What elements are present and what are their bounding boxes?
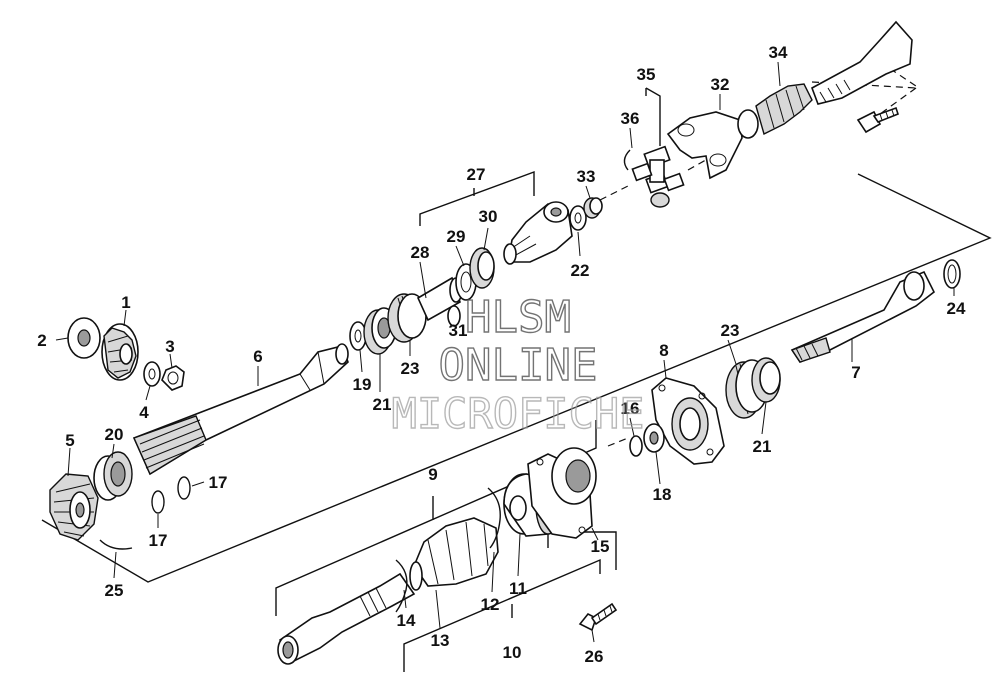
part-9-flange bbox=[527, 447, 597, 539]
callout-26: 26 bbox=[585, 647, 604, 666]
callout-15: 15 bbox=[591, 537, 610, 556]
callout-17a: 17 bbox=[209, 473, 228, 492]
callout-21-upper: 21 bbox=[373, 395, 392, 414]
callout-28: 28 bbox=[411, 243, 430, 262]
watermark: HLSM ONLINE MICROFICHE bbox=[391, 291, 645, 438]
watermark-line-2: ONLINE bbox=[439, 340, 598, 391]
group-bracket-27 bbox=[419, 170, 535, 226]
watermark-line-1: HLSM bbox=[465, 292, 571, 343]
callout-34: 34 bbox=[769, 43, 788, 62]
group-bracket-upper bbox=[41, 173, 992, 583]
part-21-bearing-right bbox=[751, 357, 781, 403]
callout-19: 19 bbox=[353, 375, 372, 394]
part-34-boot bbox=[755, 83, 813, 136]
callout-4: 4 bbox=[139, 403, 149, 422]
callout-36: 36 bbox=[621, 109, 640, 128]
callout-22: 22 bbox=[571, 261, 590, 280]
part-32-yoke bbox=[666, 109, 759, 180]
part-35-universal-joint-cross bbox=[631, 145, 685, 208]
part-33-bearing-cap bbox=[583, 197, 603, 219]
leader-lines bbox=[55, 61, 955, 643]
callout-32: 32 bbox=[711, 75, 730, 94]
callout-17b: 17 bbox=[149, 531, 168, 550]
group-bracket-9 bbox=[275, 420, 597, 616]
part-17-snap-ring-a bbox=[151, 490, 165, 514]
part-23-bearing-upper bbox=[387, 293, 427, 343]
watermark-line-3: MICROFICHE bbox=[392, 389, 645, 438]
callout-5: 5 bbox=[65, 431, 74, 450]
part-24-ring bbox=[943, 259, 961, 289]
part-36-clip bbox=[623, 149, 631, 171]
callout-6: 6 bbox=[253, 347, 262, 366]
callout-12: 12 bbox=[481, 595, 500, 614]
part-27-yoke bbox=[503, 201, 573, 265]
callout-8: 8 bbox=[659, 341, 668, 360]
group-bracket-35 bbox=[645, 87, 661, 146]
callout-11: 11 bbox=[509, 579, 527, 598]
callout-10: 10 bbox=[503, 643, 522, 662]
callout-16: 16 bbox=[621, 399, 640, 418]
part-7-shaft bbox=[790, 270, 936, 363]
part-20-bearing bbox=[93, 451, 133, 501]
callout-2: 2 bbox=[37, 331, 46, 350]
part-2-washer bbox=[67, 317, 101, 359]
part-4-washer bbox=[143, 361, 161, 387]
callout-35: 35 bbox=[637, 65, 656, 84]
part-14-clamp bbox=[395, 559, 408, 613]
top-right-shaft bbox=[811, 20, 913, 105]
callout-21-right: 21 bbox=[753, 437, 772, 456]
callout-29: 29 bbox=[447, 227, 466, 246]
callout-31: 31 bbox=[449, 321, 468, 340]
callout-18: 18 bbox=[653, 485, 672, 504]
part-16-seal bbox=[629, 435, 643, 457]
part-6-drive-shaft bbox=[132, 343, 349, 476]
part-3-nut bbox=[161, 365, 185, 391]
callout-33: 33 bbox=[577, 167, 596, 186]
callout-20: 20 bbox=[105, 425, 124, 444]
callout-24: 24 bbox=[947, 299, 966, 318]
group-bracket-10 bbox=[403, 558, 601, 672]
callout-23-right: 23 bbox=[721, 321, 740, 340]
callout-1: 1 bbox=[121, 293, 130, 312]
callout-labels: 1 2 3 4 5 6 7 8 9 10 11 12 13 14 15 16 1… bbox=[37, 43, 966, 666]
callout-14: 14 bbox=[397, 611, 416, 630]
part-22-washer bbox=[569, 205, 587, 231]
callout-3: 3 bbox=[165, 337, 174, 356]
callout-13: 13 bbox=[431, 631, 450, 650]
callout-30: 30 bbox=[479, 207, 498, 226]
bolt-top-right bbox=[856, 106, 899, 134]
callout-9: 9 bbox=[428, 465, 437, 484]
part-18-washer bbox=[643, 423, 665, 453]
part-30-ring bbox=[469, 247, 495, 289]
part-1-bevel-gear bbox=[101, 323, 139, 381]
callout-25: 25 bbox=[105, 581, 124, 600]
part-12-clamp bbox=[487, 487, 501, 549]
callout-27: 27 bbox=[467, 165, 486, 184]
part-19-seal-upper bbox=[349, 321, 367, 351]
part-26-bolt bbox=[578, 602, 618, 632]
callout-23-upper: 23 bbox=[401, 359, 420, 378]
lower-output-shaft bbox=[277, 572, 416, 665]
part-13-boot bbox=[409, 517, 499, 591]
part-5-bevel-gear bbox=[49, 473, 99, 541]
callout-7: 7 bbox=[851, 363, 860, 382]
part-8-housing bbox=[651, 377, 725, 465]
part-17-snap-ring-b bbox=[177, 476, 191, 500]
part-31-seal bbox=[447, 305, 461, 327]
part-25-clip bbox=[99, 539, 133, 550]
